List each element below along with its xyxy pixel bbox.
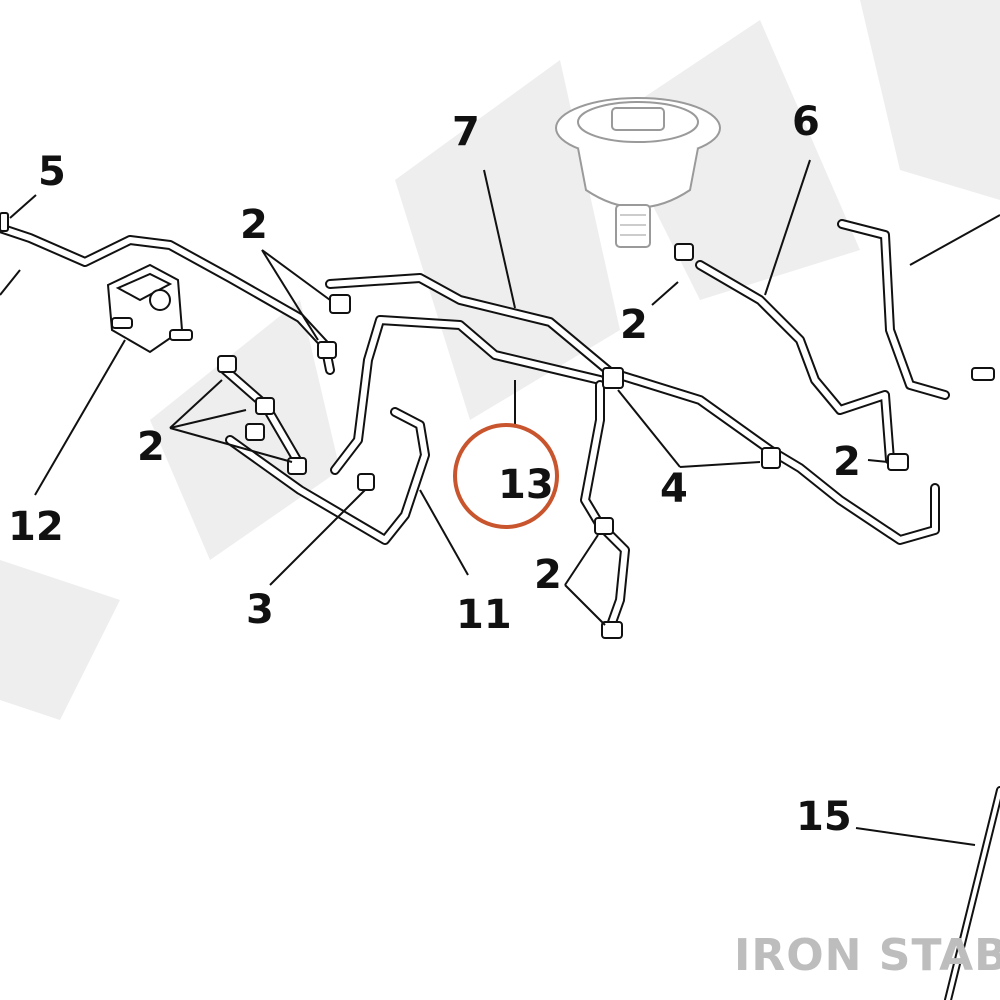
fuel-filler-cap <box>555 97 721 248</box>
leader-lines <box>0 159 1000 846</box>
callout-labels: 5 7 6 2 2 2 2 2 12 13 4 3 11 15 <box>8 99 861 840</box>
callout-2-bottom: 2 <box>534 552 562 598</box>
callout-3: 3 <box>246 587 274 633</box>
highlight-circle <box>453 423 559 529</box>
callout-2-top-left: 2 <box>240 202 268 248</box>
purge-solenoid-valve <box>106 263 193 354</box>
iron-stable-watermark: IRON STABLE <box>734 930 1000 981</box>
hose-lines <box>0 219 1000 1000</box>
callout-5: 5 <box>38 149 66 195</box>
hose-clamps <box>0 212 995 639</box>
callout-7: 7 <box>452 109 480 155</box>
callout-4: 4 <box>660 466 688 512</box>
callout-2-right: 2 <box>833 439 861 485</box>
callout-2-left: 2 <box>137 424 165 470</box>
callout-2-cap: 2 <box>620 302 648 348</box>
callout-13: 13 <box>498 462 554 508</box>
callout-11: 11 <box>456 592 512 638</box>
callout-6: 6 <box>792 99 820 145</box>
callout-12: 12 <box>8 504 64 550</box>
callout-15: 15 <box>796 794 852 840</box>
